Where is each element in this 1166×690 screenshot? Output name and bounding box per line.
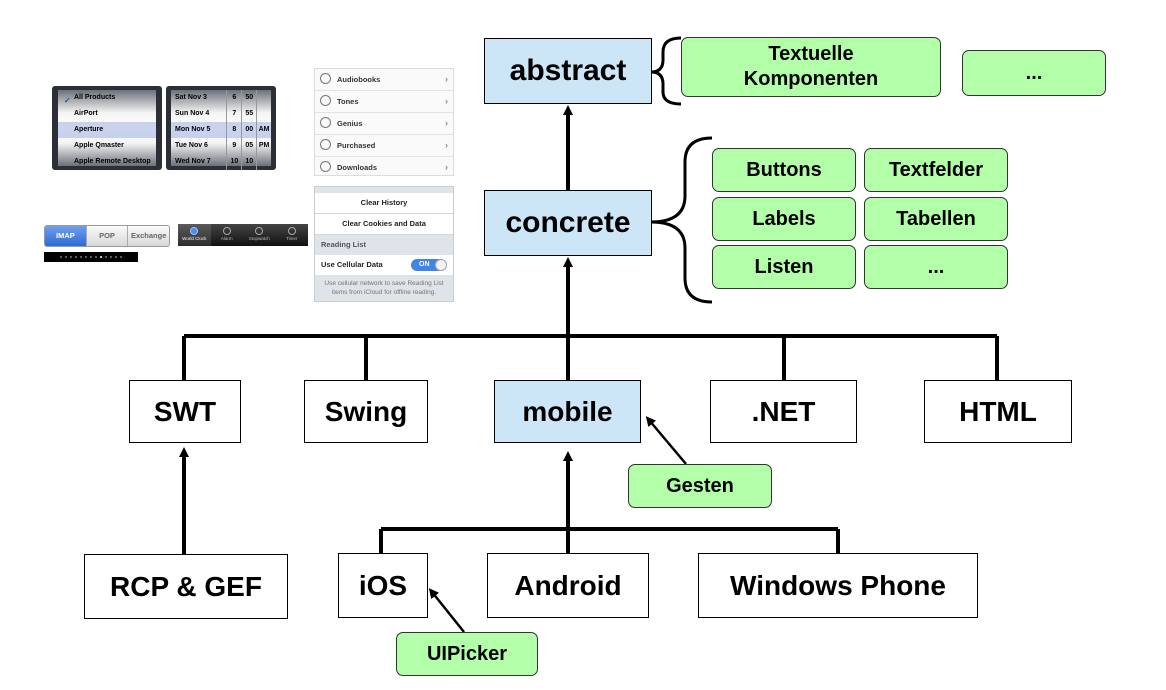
concrete-example-label: Textfelder [888,158,984,181]
chevron-right-icon: › [445,96,448,106]
subframework-label: RCP & GEF [110,570,262,602]
settings-row: Audiobooks› [315,69,453,91]
framework-mobile: mobile [494,380,641,443]
concrete-example-label: Labels [752,207,816,230]
concrete-example-label: Tabellen [896,207,976,230]
picker-row-selected: Aperture [58,122,156,138]
annotation-label: Gesten [666,474,734,497]
annotation-gesten: Gesten [628,464,772,508]
framework-label: Swing [324,395,408,427]
concrete-example-tabellen: Tabellen [864,197,1008,241]
arrow-uipicker-ios [428,588,465,633]
tab-timer: Timer [276,224,309,246]
tab-bar-screenshot: World Clock Alarm Stopwatch Timer [178,224,308,246]
framework-swing: Swing [304,380,428,443]
subframework-label: iOS [358,569,408,601]
subframework-ios: iOS [338,553,428,618]
framework-label: .NET [751,395,816,427]
settings-row: Purchased› [315,135,453,157]
download-icon [320,161,331,172]
settings-list-screenshot: Audiobooks› Tones› Genius› Purchased› Do… [314,68,454,176]
subframework-rcp-gef: RCP & GEF [84,554,288,619]
segment-imap: IMAP [45,226,86,246]
picker-row: AirPort [74,110,98,117]
abstract-example-more: ... [962,50,1106,96]
abstract-box: abstract [484,38,652,104]
chevron-right-icon: › [445,162,448,172]
genius-icon [320,117,331,128]
picker-row: ✓All Products [58,90,156,106]
concrete-example-more: ... [864,245,1008,289]
segment-pop: POP [85,226,128,246]
abstract-example-label: ... [1025,61,1043,84]
tab-world-clock: World Clock [178,224,211,246]
concrete-example-listen: Listen [712,245,856,289]
tab-alarm: Alarm [211,224,244,246]
concrete-example-label: Listen [754,255,814,278]
subframework-windows-phone: Windows Phone [698,553,978,618]
settings-row: Downloads› [315,157,453,175]
concrete-example-labels: Labels [712,197,856,241]
cellular-data-toggle: ON [411,259,447,271]
chevron-right-icon: › [445,118,448,128]
picker-row: Apple Remote Desktop [74,158,151,165]
chevron-right-icon: › [445,74,448,84]
framework-label: SWT [153,395,217,427]
headphones-icon [320,73,331,84]
framework-label: HTML [959,395,1037,427]
purchased-icon [320,139,331,150]
bell-icon [320,95,331,106]
framework-html: HTML [924,380,1072,443]
safari-settings-screenshot: Clear History Clear Cookies and Data Rea… [314,186,454,302]
concrete-label: concrete [505,206,631,239]
framework-dotnet: .NET [710,380,857,443]
concrete-box: concrete [484,190,652,256]
reading-list-header: Reading List [321,240,367,249]
abstract-brace [650,36,682,106]
arrow-gesten-mobile [645,416,687,465]
segment-exchange: Exchange [127,226,169,246]
settings-row: Genius› [315,113,453,135]
abstract-label: abstract [509,54,627,87]
annotation-label: UIPicker [426,642,508,665]
reading-list-note: Use cellular network to save Reading Lis… [324,280,444,296]
page-control-screenshot [44,252,138,262]
subframework-label: Android [514,569,622,601]
tab-stopwatch: Stopwatch [243,224,276,246]
concrete-example-buttons: Buttons [712,148,856,192]
clear-cookies-button: Clear Cookies and Data [315,214,453,235]
segmented-control-screenshot: IMAP POP Exchange [44,225,170,247]
framework-label: mobile [522,395,613,427]
picker-row: Apple Qmaster [74,142,124,149]
concrete-example-label: ... [927,255,945,278]
checkmark-icon: ✓ [64,96,71,105]
concrete-example-textfelder: Textfelder [864,148,1008,192]
clear-history-button: Clear History [315,193,453,214]
annotation-uipicker: UIPicker [396,632,538,676]
concrete-brace [650,136,713,304]
subframework-android: Android [487,553,649,618]
list-picker-screenshot: ✓All Products AirPort Aperture Apple Qma… [52,86,162,170]
subframework-label: Windows Phone [730,569,946,601]
chevron-right-icon: › [445,140,448,150]
abstract-example-label: Textuelle Komponenten [743,43,879,90]
framework-swt: SWT [129,380,241,443]
abstract-example-textual: Textuelle Komponenten [681,37,941,97]
concrete-example-label: Buttons [746,158,822,181]
settings-row: Tones› [315,91,453,113]
